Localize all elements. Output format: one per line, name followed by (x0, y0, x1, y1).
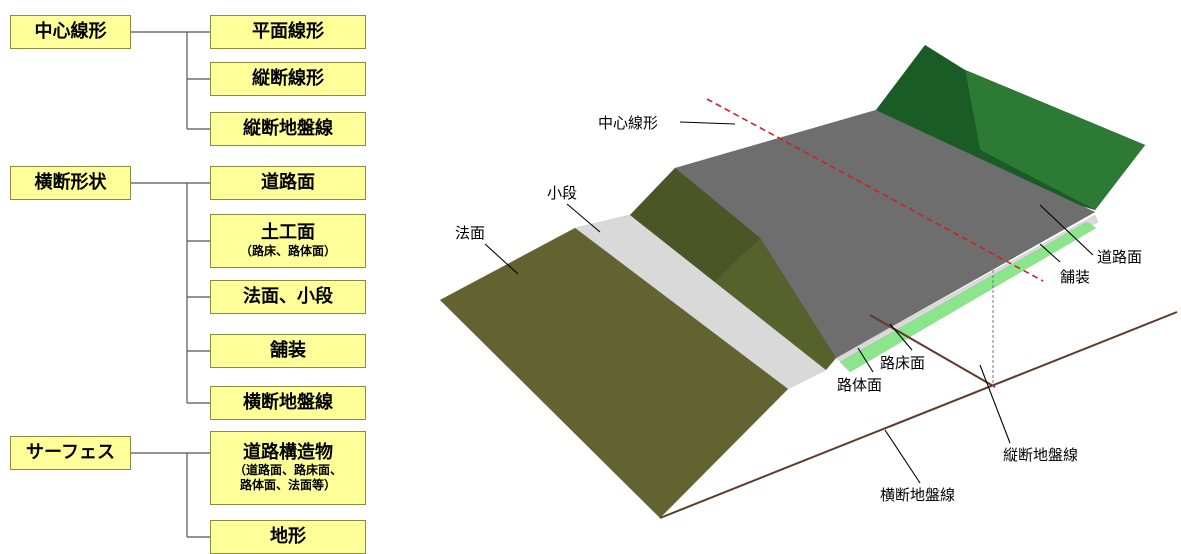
leader-line (566, 203, 601, 233)
item-box: 舗装 (210, 334, 366, 368)
item-label: 土工面 (261, 222, 315, 244)
item-label: 地形 (270, 525, 306, 547)
label-cross-ground-line: 横断地盤線 (880, 486, 955, 504)
item-box: 道路構造物 （道路面、路床面、 路体面、法面等） (210, 431, 366, 505)
category-centerline-box: 中心線形 (10, 15, 131, 49)
leader-line (484, 243, 519, 275)
item-label: 縦断線形 (252, 67, 324, 89)
slope-surface (439, 227, 789, 519)
category-label: サーフェス (26, 441, 115, 463)
item-box: 道路面 (210, 166, 366, 200)
terrain-surface (964, 69, 1146, 211)
item-note: （道路面、路床面、 (233, 463, 342, 478)
label-road-surface: 道路面 (1097, 248, 1142, 266)
item-box: 平面線形 (210, 15, 366, 49)
item-label: 道路面 (261, 171, 315, 193)
cross-ground-line (659, 311, 1178, 519)
item-box: 横断地盤線 (210, 386, 366, 420)
label-berm: 小段 (547, 184, 577, 202)
leader-line (884, 429, 921, 484)
category-label: 中心線形 (34, 20, 107, 42)
label-subgrade-surface: 路床面 (880, 354, 925, 372)
item-label: 横断地盤線 (243, 391, 333, 413)
item-label: 舗装 (270, 339, 306, 361)
item-note: 路体面、法面等） (239, 478, 336, 493)
label-pavement: 舗装 (1060, 268, 1090, 286)
category-label: 横断形状 (34, 171, 107, 193)
leader-line (857, 347, 874, 373)
item-box: 土工面 （路床、路体面） (210, 214, 366, 268)
label-longitudinal-ground-line: 縦断地盤線 (1003, 446, 1078, 464)
item-label: 平面線形 (252, 20, 324, 42)
label-embankment-surface: 路体面 (837, 376, 882, 394)
longitudinal-ground-line (869, 314, 996, 388)
item-label: 縦断地盤線 (243, 117, 333, 139)
category-surface-box: サーフェス (10, 436, 131, 470)
leader-line (889, 323, 913, 351)
item-box: 地形 (210, 520, 366, 554)
leader-line (979, 364, 1011, 444)
leader-line (1039, 204, 1094, 256)
item-box: 縦断地盤線 (210, 112, 366, 146)
leader-line (1039, 243, 1061, 263)
centerline-dashed-line (706, 98, 1044, 282)
leader-line (679, 121, 736, 125)
item-label: 法面、小段 (243, 285, 333, 307)
label-slope: 法面 (455, 224, 485, 242)
item-box: 縦断線形 (210, 62, 366, 96)
hierarchy-connectors (131, 31, 210, 538)
item-note: （路床、路体面） (239, 243, 336, 258)
category-cross-section-box: 横断形状 (10, 166, 131, 200)
item-box: 法面、小段 (210, 280, 366, 314)
item-label: 道路構造物 (243, 441, 333, 463)
label-centerline: 中心線形 (598, 114, 658, 132)
